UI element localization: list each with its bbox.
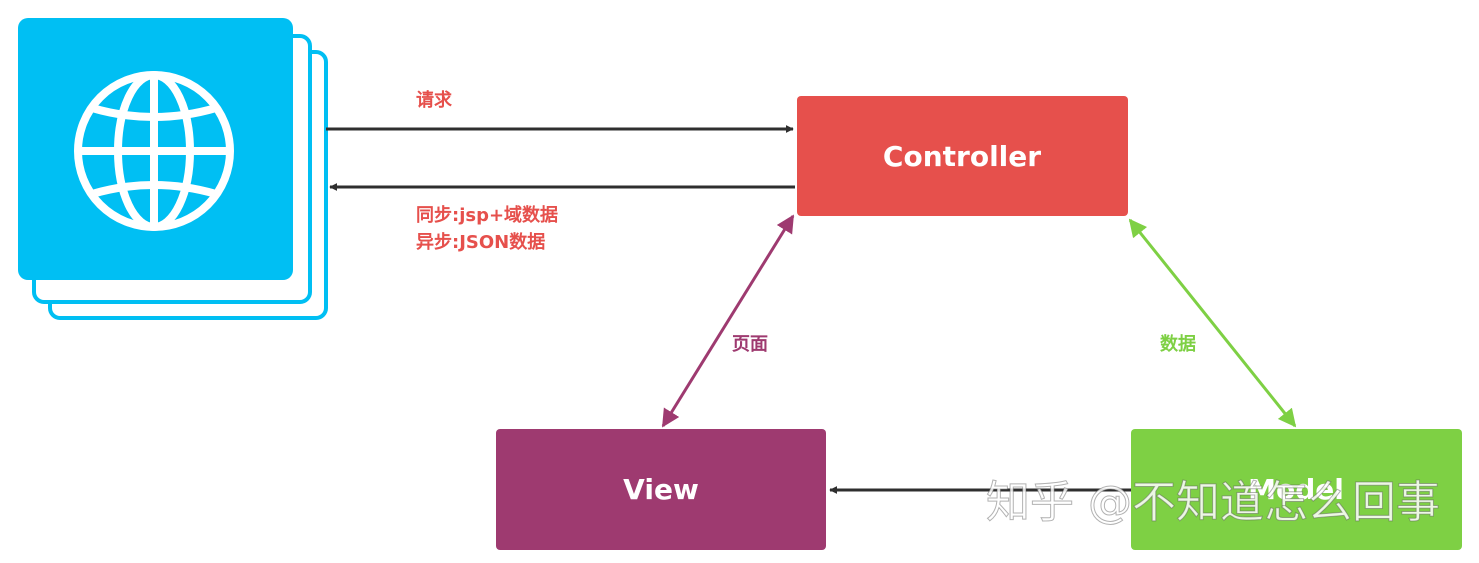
page-arrow	[661, 214, 795, 428]
model-label: Model	[1248, 473, 1344, 506]
browser-node	[18, 18, 328, 320]
model-node: Model	[1131, 429, 1462, 550]
view-label: View	[623, 473, 699, 506]
page-label: 页面	[732, 334, 768, 355]
data-label: 数据	[1160, 333, 1196, 355]
response-label-async: 异步:JSON数据	[416, 231, 545, 253]
data-arrow	[1128, 218, 1297, 428]
response-label-sync: 同步:jsp+域数据	[416, 204, 558, 226]
controller-label: Controller	[883, 140, 1041, 173]
view-node: View	[496, 429, 826, 550]
controller-node: Controller	[797, 96, 1128, 216]
globe-icon	[74, 71, 234, 231]
request-label: 请求	[416, 89, 453, 111]
watermark: 知乎 @不知道怎么回事	[986, 477, 1440, 528]
